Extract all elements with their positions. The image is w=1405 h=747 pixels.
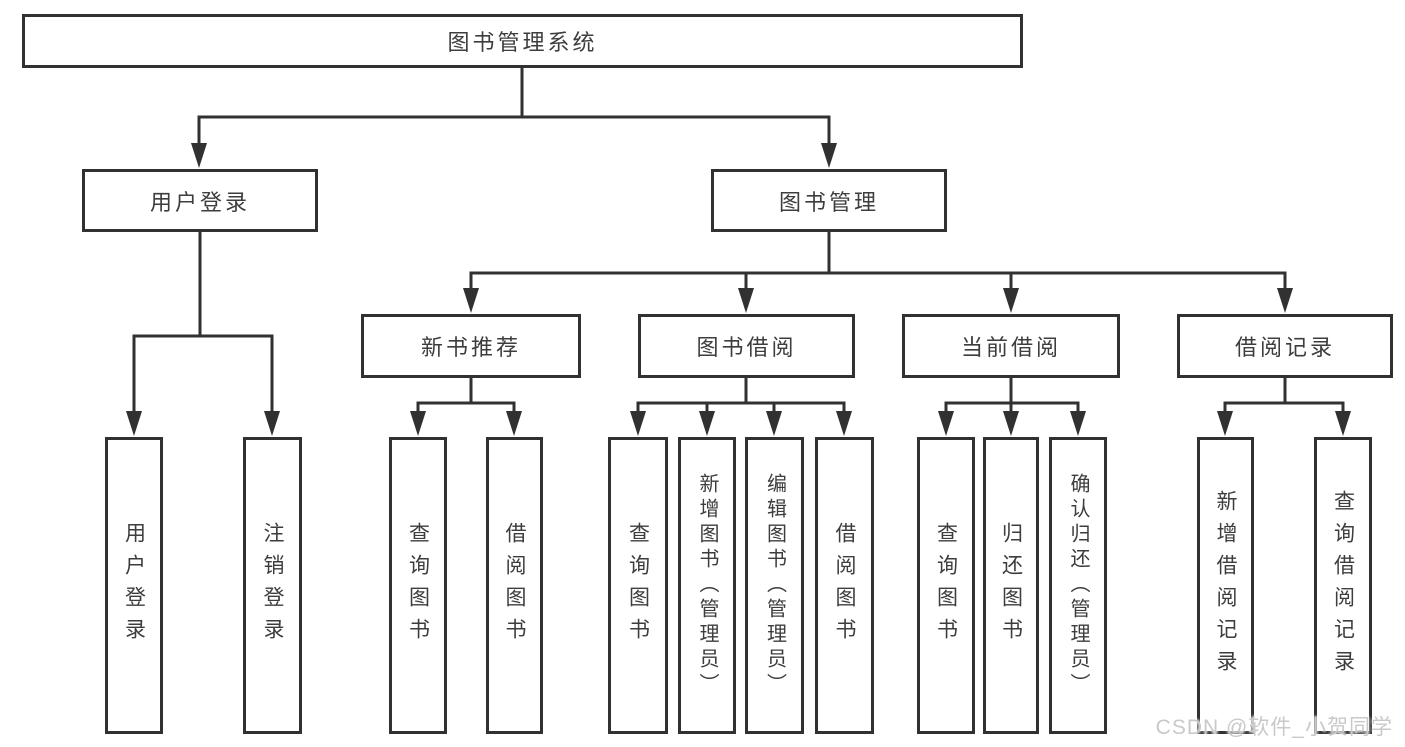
leaf-query-books-current: 查询图书 bbox=[917, 437, 975, 734]
node-label: 图书借阅 bbox=[696, 335, 797, 360]
leaf-borrow-books-borrowing: 借阅图书 bbox=[815, 437, 874, 734]
leaf-label: 借阅图书 bbox=[503, 521, 526, 650]
node-library-management-system: 图书管理系统 bbox=[22, 14, 1023, 68]
node-borrowing-records: 借阅记录 bbox=[1177, 314, 1393, 378]
leaf-add-book-admin: 新增图书（管理员） bbox=[678, 437, 736, 734]
leaf-query-books-recommend: 查询图书 bbox=[389, 437, 447, 734]
node-new-book-recommendation: 新书推荐 bbox=[361, 314, 581, 378]
node-label: 用户登录 bbox=[149, 189, 250, 215]
leaf-confirm-return-admin: 确认归还（管理员） bbox=[1049, 437, 1107, 734]
arrowheads bbox=[126, 143, 1351, 436]
leaf-label: 新增图书（管理员） bbox=[696, 473, 718, 698]
node-label: 图书管理系统 bbox=[447, 30, 598, 55]
node-user-login: 用户登录 bbox=[82, 169, 318, 232]
leaf-label: 借阅图书 bbox=[833, 521, 856, 650]
leaf-label: 查询图书 bbox=[626, 521, 650, 650]
leaf-label: 查询图书 bbox=[406, 521, 430, 650]
leaf-user-login: 用户登录 bbox=[105, 437, 163, 734]
node-label: 新书推荐 bbox=[420, 335, 521, 360]
leaf-label: 确认归还（管理员） bbox=[1067, 473, 1089, 698]
leaf-edit-book-admin: 编辑图书（管理员） bbox=[745, 437, 804, 734]
node-label: 当前借阅 bbox=[960, 335, 1061, 360]
node-label: 借阅记录 bbox=[1234, 335, 1335, 360]
leaf-label: 新增借阅记录 bbox=[1214, 489, 1237, 682]
leaf-label: 查询借阅记录 bbox=[1331, 489, 1355, 682]
node-label: 图书管理 bbox=[778, 189, 879, 215]
leaf-query-borrow-record: 查询借阅记录 bbox=[1314, 437, 1372, 734]
leaf-label: 归还图书 bbox=[999, 521, 1023, 650]
node-book-management: 图书管理 bbox=[711, 169, 947, 232]
connector-lines bbox=[132, 68, 1345, 414]
leaf-label: 用户登录 bbox=[122, 521, 146, 650]
leaf-return-book: 归还图书 bbox=[983, 437, 1039, 734]
leaf-borrow-books-recommend: 借阅图书 bbox=[486, 437, 543, 734]
leaf-add-borrow-record: 新增借阅记录 bbox=[1197, 437, 1254, 734]
node-book-borrowing: 图书借阅 bbox=[638, 314, 855, 378]
leaf-logout: 注销登录 bbox=[243, 437, 302, 734]
node-current-borrowing: 当前借阅 bbox=[902, 314, 1120, 378]
leaf-label: 编辑图书（管理员） bbox=[763, 473, 786, 698]
leaf-label: 查询图书 bbox=[934, 521, 958, 650]
csdn-watermark: CSDN @软件_小贺同学 bbox=[1155, 716, 1393, 739]
leaf-label: 注销登录 bbox=[261, 521, 284, 650]
leaf-query-books-borrowing: 查询图书 bbox=[608, 437, 668, 734]
